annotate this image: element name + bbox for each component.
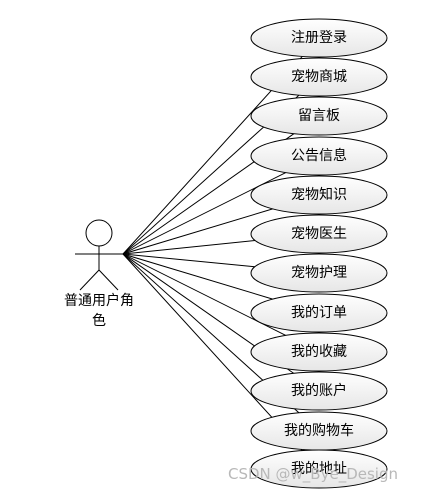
use-case-oval [250,332,388,372]
use-case-message-board: 留言板 [250,96,388,136]
association-line [122,253,255,268]
actor-label-line1: 普通用户角 [64,292,134,309]
use-case-label: 宠物商城 [291,69,347,85]
use-case-pet-mall: 宠物商城 [250,57,388,97]
use-case-label: 宠物医生 [291,226,347,242]
use-case-label: 我的购物车 [284,422,354,439]
use-case-oval [250,214,388,254]
use-case-label: 我的收藏 [291,344,347,360]
use-case-my-account: 我的账户 [250,371,388,411]
use-case-my-address: 我的地址 [250,449,388,489]
use-case-label: 留言板 [298,108,340,124]
use-case-announcements: 公告信息 [250,136,388,176]
use-case-oval [250,371,388,411]
actor-head [85,219,113,247]
use-case-label: 宠物护理 [291,265,347,281]
use-case-label: 注册登录 [291,30,347,46]
actor-left-leg [79,269,100,291]
use-case-oval [250,136,388,176]
use-case-label: 我的账户 [291,382,347,399]
use-case-list: 注册登录 宠物商城 留言板 公告信息 宠物知识 宠物医生 宠物护理 我的订单 [250,18,388,489]
use-case-label: 我的订单 [291,305,347,321]
watermark: CSDN @w_Bye_Design [228,465,398,484]
association-line [122,240,256,255]
use-case-pet-doctor: 宠物医生 [250,214,388,254]
use-case-my-cart: 我的购物车 [250,411,388,451]
use-case-oval [250,175,388,215]
use-case-oval [250,96,388,136]
actor-right-leg [98,269,119,291]
use-case-oval [250,449,388,489]
use-case-label: 公告信息 [291,147,347,164]
use-case-oval [250,293,388,333]
use-case-my-orders: 我的订单 [250,293,388,333]
use-case-label: 我的地址 [291,461,347,477]
association-line [122,208,273,255]
association-line [122,253,273,300]
actor-label-line2: 色 [92,312,106,329]
use-case-oval [250,18,388,58]
use-case-oval [250,253,388,293]
actor-user: 普通用户角 色 [64,219,134,329]
use-case-pet-care: 宠物护理 [250,253,388,293]
use-case-oval [250,57,388,97]
use-case-pet-knowledge: 宠物知识 [250,175,388,215]
use-case-register-login: 注册登录 [250,18,388,58]
use-case-label: 宠物知识 [291,186,347,203]
use-case-my-favorites: 我的收藏 [250,332,388,372]
